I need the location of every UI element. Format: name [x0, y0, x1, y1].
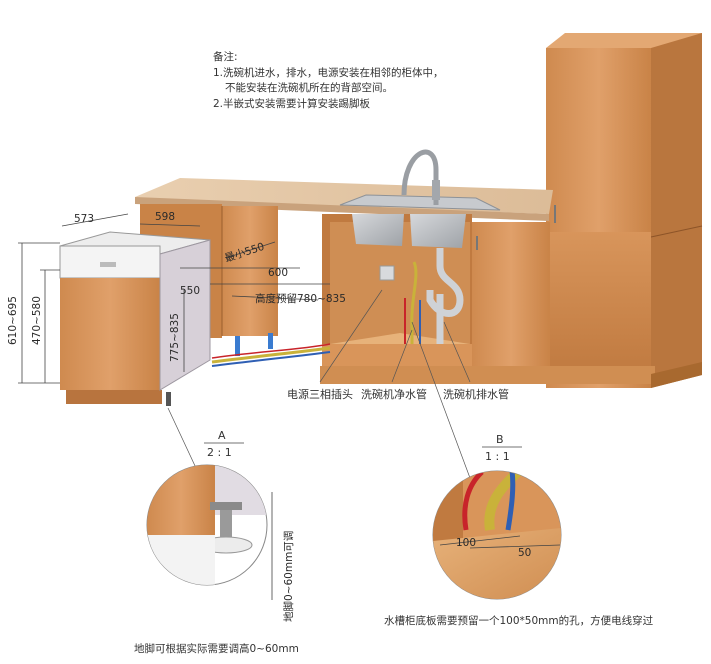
detail-a-letter: A	[218, 429, 226, 442]
dim-573: 573	[74, 213, 94, 225]
callout-inlet: 洗碗机净水管	[361, 387, 427, 401]
sink	[339, 149, 501, 248]
notes-line-1: 1.洗碗机进水，排水，电源安装在相邻的柜体中，	[213, 66, 444, 79]
detail-a-side-label: 地脚0~60mm可调	[282, 531, 295, 622]
plumbing	[379, 248, 464, 344]
detail-b-caption: 水槽柜底板需要预留一个100*50mm的孔，方便电线穿过	[384, 615, 654, 627]
detail-a-label: A 2 : 1	[204, 429, 244, 459]
dim-598: 598	[155, 211, 175, 223]
detail-b-label: B 1 : 1	[482, 433, 522, 463]
notes-line-1b: 不能安装在洗碗机所在的背部空间。	[225, 82, 393, 94]
leader-lines	[167, 289, 471, 479]
dim-height-reserve: 高度预留780~835	[255, 292, 346, 305]
detail-a-caption: 地脚可根据实际需要调高0~60mm	[134, 643, 299, 655]
notes-heading: 备注:	[213, 51, 238, 63]
detail-b-scale: 1 : 1	[485, 450, 510, 463]
dim-610-695: 610~695	[7, 296, 19, 345]
detail-a-circle	[146, 464, 273, 600]
callout-drain: 洗碗机排水管	[443, 387, 509, 401]
detail-a-scale: 2 : 1	[207, 446, 232, 459]
dim-470-580: 470~580	[31, 296, 43, 345]
floor-hoses	[211, 343, 331, 367]
detail-b-letter: B	[496, 433, 504, 446]
dishwasher	[59, 231, 211, 406]
dimension-lines	[18, 213, 330, 384]
dim-550: 550	[180, 285, 200, 297]
detail-b-dim-100: 100	[456, 537, 476, 549]
installation-notes: 备注: 1.洗碗机进水，排水，电源安装在相邻的柜体中， 不能安装在洗碗机所在的背…	[213, 50, 513, 112]
notes-line-2: 2.半嵌式安装需要计算安装踢脚板	[213, 97, 371, 110]
detail-b-circle	[432, 470, 562, 600]
dim-600: 600	[268, 267, 288, 279]
dim-775-835: 775~835	[169, 313, 181, 362]
callout-power: 电源三相插头	[287, 387, 353, 401]
detail-b-dim-50: 50	[518, 547, 531, 559]
